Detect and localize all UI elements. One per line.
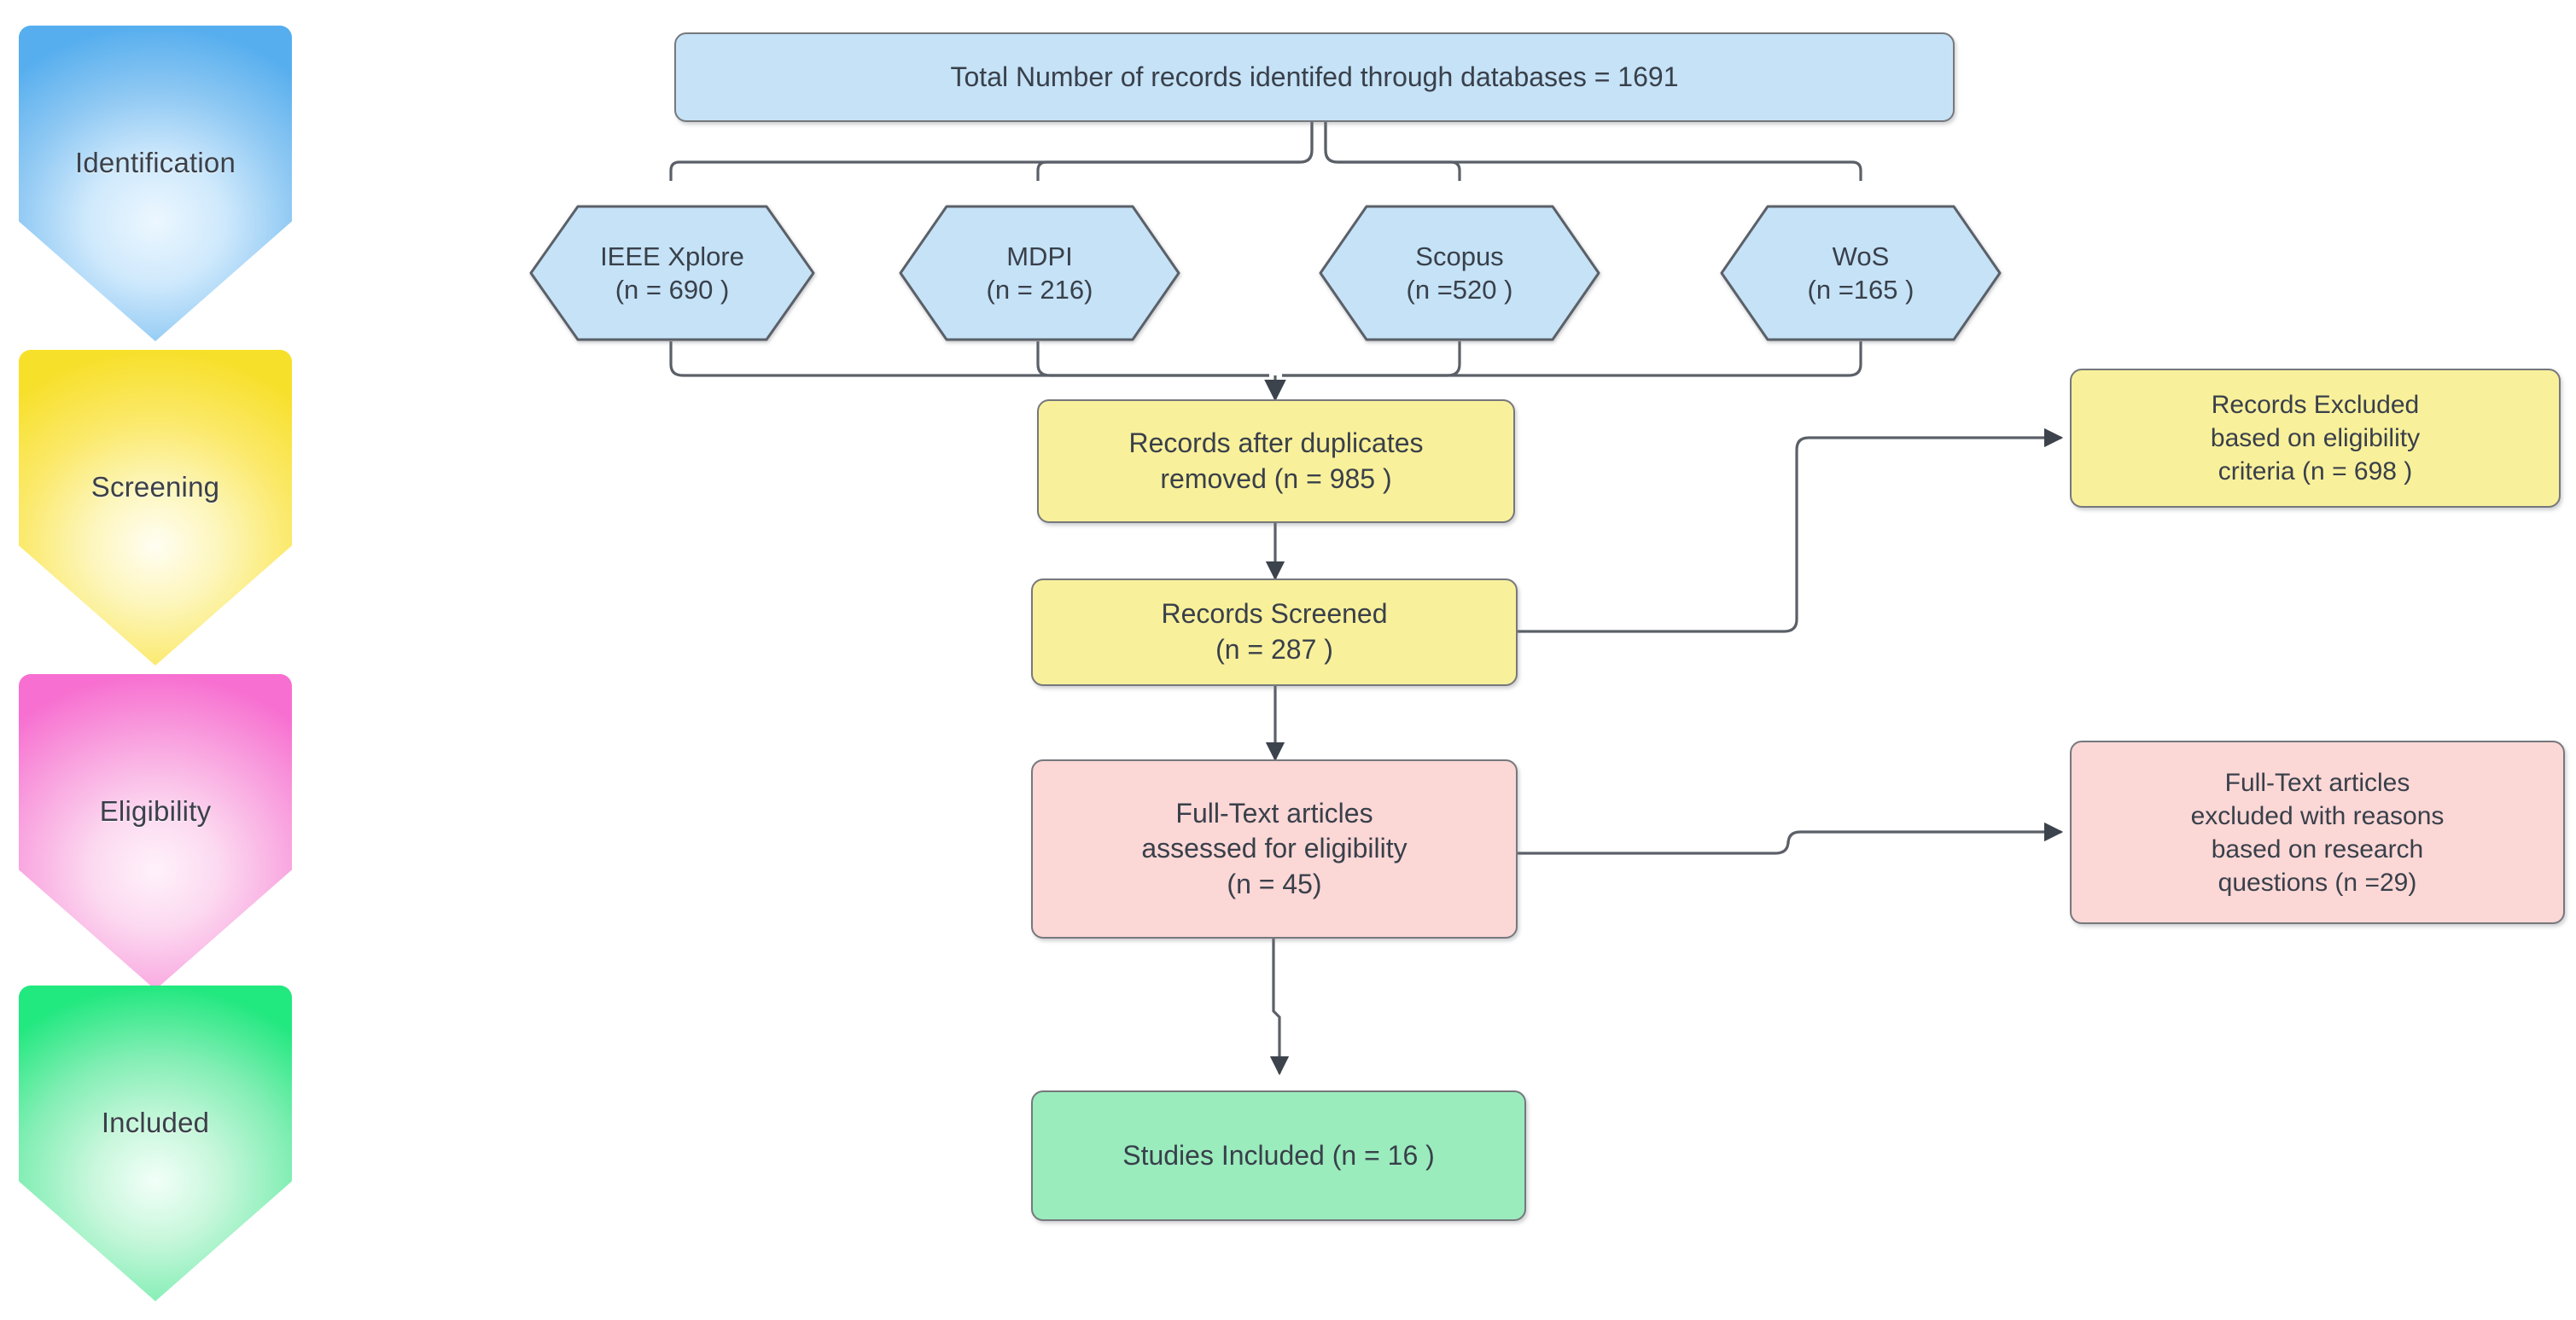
node-total-records-label: Total Number of records identifed throug… <box>950 61 1679 92</box>
wire-ieee-to-dedup <box>669 341 1269 377</box>
wire-total-to-ieee <box>669 122 1314 181</box>
wire-total-to-mdpi <box>1036 122 1314 181</box>
node-database-ieee-wrap: IEEE Xplore (n = 690 ) <box>529 205 815 341</box>
node-database-mdpi-name: MDPI <box>1006 241 1073 271</box>
node-database-mdpi: MDPI (n = 216) <box>899 205 1180 341</box>
wire-wos-to-dedup <box>1282 341 1862 377</box>
hex-outline-mdpi <box>899 205 1180 341</box>
node-fulltext-excluded-line1: Full-Text articles <box>2224 768 2410 797</box>
node-fulltext-excluded-line2: excluded with reasons <box>2190 801 2445 830</box>
hex-outline-wos <box>1720 205 2002 341</box>
node-records-excluded-line3: criteria (n = 698 ) <box>2218 457 2413 486</box>
node-studies-included-label: Studies Included (n = 16 ) <box>1122 1139 1435 1171</box>
phase-label-screening: Screening <box>90 471 220 503</box>
node-database-scopus-wrap: Scopus (n =520 ) <box>1319 205 1600 341</box>
node-database-scopus-count: (n =520 ) <box>1406 275 1513 305</box>
node-studies-included: Studies Included (n = 16 ) <box>1031 1090 1526 1221</box>
node-database-wos: WoS (n =165 ) <box>1720 205 2002 341</box>
wire-mdpi-to-dedup <box>1036 341 1269 377</box>
node-total-records: Total Number of records identifed throug… <box>674 32 1955 122</box>
phase-label-identification: Identification <box>74 147 236 178</box>
phase-identification: Identification <box>19 26 292 341</box>
wire-fulltext-to-included <box>1269 939 1290 1076</box>
wire-scopus-to-dedup <box>1282 341 1461 377</box>
node-fulltext-excluded: Full-Text articles excluded with reasons… <box>2070 741 2565 924</box>
phase-label-eligibility: Eligibility <box>99 795 212 827</box>
node-database-wos-count: (n =165 ) <box>1807 275 1915 305</box>
node-fulltext-assessed: Full-Text articles assessed for eligibil… <box>1031 759 1518 939</box>
wire-screened-to-excluded <box>1517 427 2064 633</box>
wire-total-to-wos <box>1324 122 1862 181</box>
node-database-scopus: Scopus (n =520 ) <box>1319 205 1600 341</box>
node-records-screened: Records Screened (n = 287 ) <box>1031 579 1518 686</box>
node-fulltext-assessed-line3: (n = 45) <box>1227 868 1322 899</box>
node-records-excluded-line1: Records Excluded <box>2211 391 2420 419</box>
node-database-ieee-name: IEEE Xplore <box>600 241 744 271</box>
hex-outline-scopus <box>1319 205 1600 341</box>
node-database-ieee-count: (n = 690 ) <box>615 275 730 305</box>
node-duplicates-removed-line1: Records after duplicates <box>1128 427 1424 458</box>
node-database-wos-wrap: WoS (n =165 ) <box>1720 205 2002 341</box>
hex-outline-ieee <box>529 205 815 341</box>
phase-eligibility: Eligibility <box>19 674 292 990</box>
node-duplicates-removed: Records after duplicates removed (n = 98… <box>1037 399 1515 523</box>
node-database-wos-name: WoS <box>1832 241 1890 271</box>
node-database-mdpi-count: (n = 216) <box>986 275 1093 305</box>
phase-screening: Screening <box>19 350 292 666</box>
node-records-screened-line1: Records Screened <box>1161 598 1388 630</box>
node-duplicates-removed-line2: removed (n = 985 ) <box>1160 462 1392 494</box>
node-database-scopus-name: Scopus <box>1415 241 1504 271</box>
node-records-excluded-line2: based on eligibility <box>2210 424 2421 452</box>
node-fulltext-assessed-line2: assessed for eligibility <box>1141 833 1407 864</box>
phase-label-included: Included <box>101 1107 210 1138</box>
node-database-mdpi-wrap: MDPI (n = 216) <box>899 205 1180 341</box>
node-fulltext-excluded-line3: based on research <box>2211 834 2424 864</box>
node-records-screened-line2: (n = 287 ) <box>1215 634 1333 665</box>
phase-included: Included <box>19 986 292 1301</box>
wire-total-to-scopus <box>1324 122 1461 181</box>
node-database-ieee: IEEE Xplore (n = 690 ) <box>529 205 815 341</box>
node-fulltext-excluded-line4: questions (n =29) <box>2218 868 2417 897</box>
node-records-excluded: Records Excluded based on eligibility cr… <box>2070 369 2561 508</box>
wire-fulltext-to-excluded <box>1517 822 2064 855</box>
node-fulltext-assessed-line1: Full-Text articles <box>1175 797 1373 829</box>
